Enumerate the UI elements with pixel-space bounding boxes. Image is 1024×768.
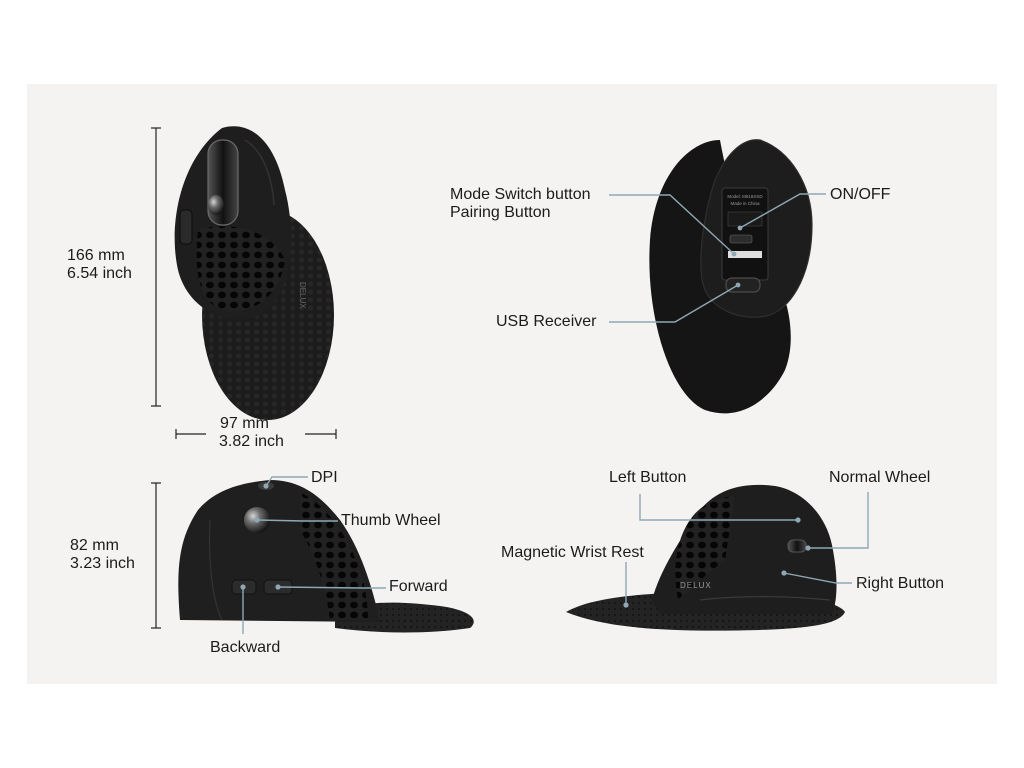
leader-thumb-wheel: [256, 519, 338, 522]
thumb-ball-top: [208, 195, 224, 215]
label-backward: Backward: [210, 639, 281, 656]
label-pairing: Pairing Button: [450, 204, 551, 221]
logo-rear: DELUX: [680, 581, 712, 590]
leader-on-off: [739, 193, 826, 229]
leader-normal-wheel: [808, 492, 869, 549]
svg-text:Made in China: Made in China: [730, 201, 760, 206]
mouse-top-view: DELUX: [174, 126, 334, 420]
mouse-side-view: [178, 480, 474, 633]
leader-forward: [277, 586, 386, 589]
logo-top: DELUX: [298, 282, 307, 309]
side-height-dimension-line: [151, 482, 161, 629]
leader-left-button: [639, 494, 798, 521]
label-right-button: Right Button: [856, 575, 945, 592]
leader-mode-switch: [609, 194, 735, 255]
label-magnetic-wrist-rest: Magnetic Wrist Rest: [501, 544, 644, 561]
svg-text:Model: M618XSD: Model: M618XSD: [727, 194, 763, 199]
width-mm-label: 97 mm: [220, 415, 269, 432]
mouse-bottom-view: Model: M618XSD Made in China: [649, 139, 813, 414]
side-height-mm-label: 82 mm: [70, 537, 119, 554]
mouse-rear-view: DELUX: [566, 484, 845, 631]
leader-lines: [242, 193, 869, 634]
leader-dpi: [265, 476, 308, 487]
height-mm-label: 166 mm: [67, 247, 125, 264]
label-mode-switch: Mode Switch button: [450, 186, 591, 203]
width-inch-label: 3.82 inch: [219, 433, 284, 450]
height-inch-label: 6.54 inch: [67, 265, 132, 282]
rear-mesh: [675, 496, 735, 600]
label-normal-wheel: Normal Wheel: [829, 469, 931, 486]
width-dimension-line: [175, 429, 337, 439]
label-dpi: DPI: [311, 469, 338, 486]
label-on-off: ON/OFF: [830, 186, 891, 203]
leader-right-button: [783, 572, 852, 584]
label-forward: Forward: [389, 578, 448, 595]
label-left-button: Left Button: [609, 469, 687, 486]
leader-usb: [609, 284, 739, 323]
label-usb-receiver: USB Receiver: [496, 313, 597, 330]
side-button-top: [179, 209, 193, 245]
label-thumb-wheel: Thumb Wheel: [341, 512, 441, 529]
usb-receiver-slot: [725, 277, 761, 293]
normal-wheel: [787, 539, 807, 553]
height-dimension-line: [151, 127, 161, 407]
ventilation-mesh: [196, 226, 285, 312]
mode-switch-slot: [729, 234, 753, 244]
side-height-inch-label: 3.23 inch: [70, 555, 135, 572]
